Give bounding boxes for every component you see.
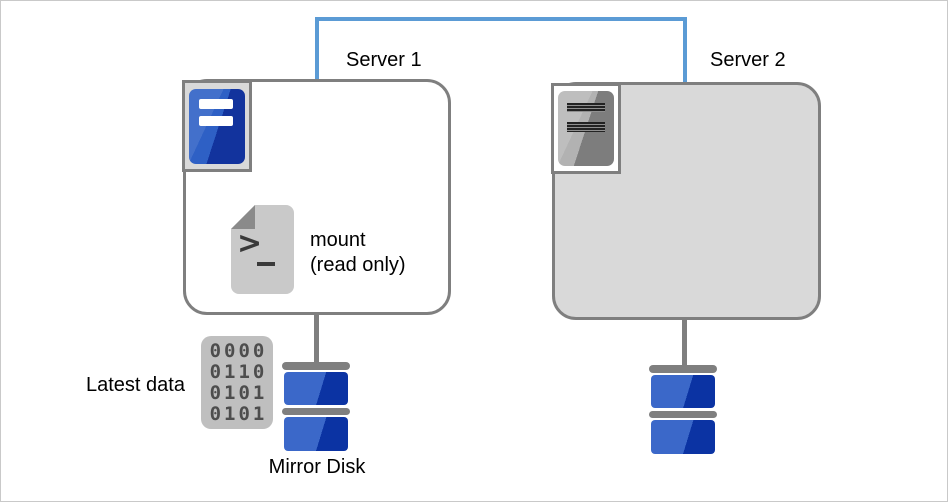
disk-cap-icon	[649, 411, 717, 418]
server-tower-gray-icon	[558, 91, 614, 166]
server2-icon-frame	[551, 83, 621, 174]
binary-row: 0101	[209, 402, 268, 425]
prompt-glyph-icon: >	[237, 226, 263, 261]
server-vent-icon	[567, 103, 605, 112]
latest-data-label: Latest data	[86, 374, 185, 396]
mirror-disk-label: Mirror Disk	[268, 456, 366, 478]
disk-cap-icon	[282, 362, 350, 370]
server1-label: Server 1	[346, 49, 422, 71]
server-vent-icon	[567, 122, 605, 132]
disk-platter-icon	[284, 417, 348, 451]
disk-cap-icon	[649, 365, 717, 373]
cursor-underscore-icon	[257, 262, 275, 266]
binary-row: 0110	[209, 360, 268, 383]
network-link-vertical-server1	[315, 17, 319, 79]
disk-platter-icon	[651, 420, 715, 454]
server2-disk-link	[682, 318, 687, 366]
mirror-disk-icon-server2	[649, 365, 717, 455]
disk-platter-icon	[651, 375, 715, 408]
mount-note: mount (read only)	[310, 228, 406, 278]
server-slot-icon	[199, 98, 233, 109]
server1-icon-frame	[182, 80, 252, 172]
disk-platter-icon	[284, 372, 348, 405]
binary-row: 0101	[209, 381, 268, 404]
mount-note-line2: (read only)	[310, 254, 406, 276]
binary-data-icon: 0000 0110 0101 0101	[201, 336, 273, 429]
server2-label: Server 2	[710, 49, 786, 71]
server1-disk-link	[314, 313, 319, 363]
server-tower-blue-icon	[189, 88, 245, 164]
mirror-disk-icon-server1	[282, 362, 350, 452]
disk-cap-icon	[282, 408, 350, 415]
binary-row: 0000	[209, 339, 268, 362]
server-slot-icon	[199, 115, 233, 126]
network-link-vertical-server2	[683, 17, 687, 82]
mount-note-line1: mount	[310, 229, 366, 251]
network-link-horizontal	[315, 17, 687, 21]
